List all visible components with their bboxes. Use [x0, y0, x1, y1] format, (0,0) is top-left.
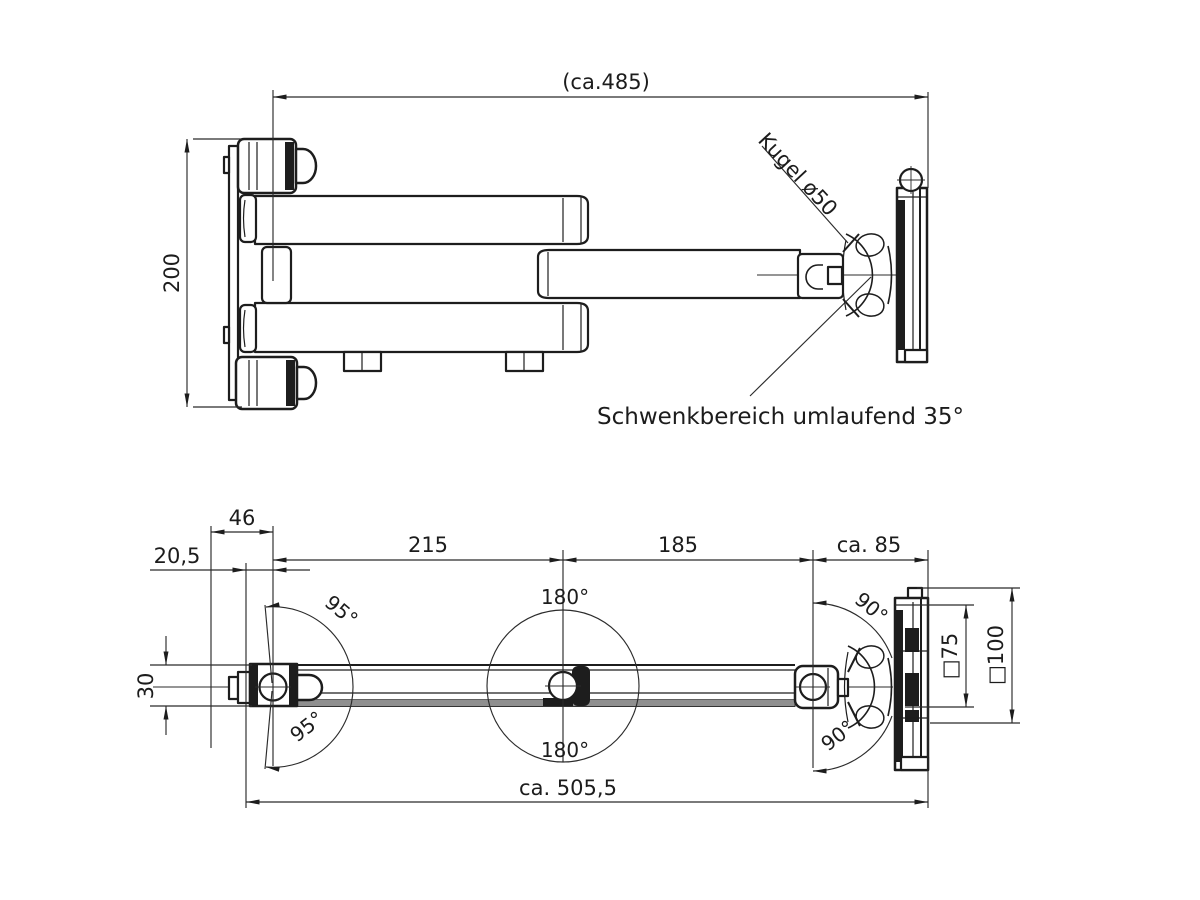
arm-lower [253, 301, 590, 354]
angle-180-bottom-label: 180° [541, 738, 589, 762]
arm-middle [536, 248, 802, 300]
dim-knob-offset-label: 46 [229, 506, 256, 530]
pivot-block [260, 245, 293, 305]
arm-upper [253, 194, 590, 246]
wall-screw-icon [897, 166, 925, 194]
dim-wall-depth-label: ca. 85 [837, 533, 902, 557]
dim-plate-height-label: 200 [160, 253, 184, 293]
ball-joint-side-view [793, 645, 893, 729]
ball-diameter-label: Kugel ø50 [753, 128, 842, 221]
dim-arm1-label: 215 [408, 533, 448, 557]
angle-95-top-label: 95° [320, 590, 363, 631]
top-view [222, 137, 929, 411]
angle-95-bottom-label: 95° [285, 706, 328, 747]
dim-total-width-label: (ca.485) [562, 70, 650, 94]
dim-total-length-label: ca. 505,5 [519, 776, 617, 800]
arm-foot [504, 350, 545, 373]
wall-plate-top-view [895, 166, 929, 364]
angle-180-top-label: 180° [541, 585, 589, 609]
angle-90-top-label: 90° [850, 587, 893, 628]
arm-foot [342, 350, 383, 373]
adjustment-knob-bottom [234, 355, 318, 411]
adjustment-knob-top [236, 137, 318, 195]
hinge-cylinder-bottom [238, 303, 258, 354]
dim-square100-label: □100 [984, 625, 1008, 685]
dim-plate-offset-label: 20,5 [154, 544, 201, 568]
hinge-cylinder-top [238, 193, 258, 244]
angle-90-bottom-label: 90° [816, 715, 859, 756]
wall-plate-side-view [893, 586, 930, 772]
dim-arm-height-label: 30 [134, 673, 158, 700]
dim-arm2-label: 185 [658, 533, 698, 557]
arm-bar-side-view [251, 664, 796, 707]
dim-square75-label: □75 [938, 633, 962, 680]
vesa-plate [222, 144, 240, 402]
swivel-note-label: Schwenkbereich umlaufend 35° [597, 404, 964, 430]
ball-joint-top-view [757, 233, 900, 318]
bottom-view-dimensions: 46 20,5 215 185 ca. 85 30 ca. 505,5 [134, 506, 1020, 808]
